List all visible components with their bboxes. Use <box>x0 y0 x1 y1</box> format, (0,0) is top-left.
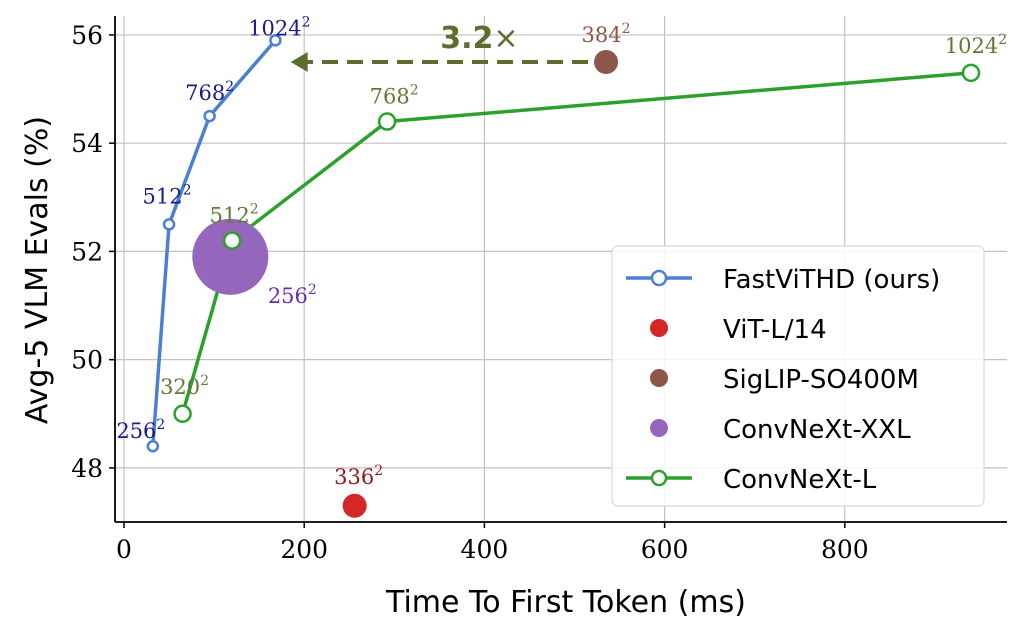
speedup-label: 3.2× <box>440 21 518 56</box>
legend-box <box>611 245 985 507</box>
legend-item: ConvNeXt-XXL <box>650 415 911 445</box>
axes <box>109 16 1007 528</box>
data-point <box>594 50 619 74</box>
x-axis-title: Time To First Token (ms) <box>385 585 746 620</box>
series-lines <box>151 39 972 447</box>
x-tick-label: 600 <box>641 535 689 564</box>
legend-item: ViT-L/14 <box>650 315 827 345</box>
legend-label: ViT-L/14 <box>723 315 827 345</box>
y-tick-label: 50 <box>71 346 103 375</box>
legend-label: ConvNeXt-XXL <box>723 415 911 445</box>
x-tick-label: 400 <box>461 535 509 564</box>
legend-label: SigLIP-SO400M <box>723 365 919 395</box>
point-label: 3842 <box>582 21 631 47</box>
legend-label: ConvNeXt-L <box>723 465 877 495</box>
series-line <box>180 71 972 415</box>
legend-item: FastViTHD (ours) <box>626 265 940 295</box>
legend-label: FastViTHD (ours) <box>723 265 940 295</box>
speedup-annotation: 3.2× <box>290 21 589 72</box>
data-point <box>146 439 160 453</box>
point-label: 5122 <box>210 202 259 228</box>
point-label: 3362 <box>334 463 383 489</box>
legend-marker <box>650 419 668 437</box>
data-point <box>269 34 282 47</box>
legend-marker <box>650 469 668 487</box>
legend-marker <box>650 269 668 287</box>
point-label: 10242 <box>248 14 310 40</box>
point-label: 3202 <box>160 373 209 399</box>
data-point <box>377 112 397 131</box>
y-axis-title: Avg-5 VLM Evals (%) <box>20 116 55 424</box>
point-label: 7682 <box>370 83 419 109</box>
point-label: 2562 <box>268 282 317 308</box>
tick-labels: 0 200 400 600 800 48 50 52 54 56 <box>71 21 868 564</box>
y-tick-label: 54 <box>71 129 103 158</box>
data-points <box>146 34 981 518</box>
data-point <box>173 404 192 424</box>
point-label: 7682 <box>185 79 234 105</box>
data-point <box>203 109 216 123</box>
legend-item: ConvNeXt-L <box>626 465 877 495</box>
data-point <box>192 218 269 295</box>
point-label: 10242 <box>945 32 1007 58</box>
point-labels: 2562 5122 7682 10242 3362 3842 2562 3202 5122 768… <box>116 14 1007 488</box>
data-point <box>342 493 367 518</box>
data-point <box>222 231 242 250</box>
point-label: 2562 <box>116 417 165 443</box>
y-tick-label: 52 <box>71 237 103 266</box>
data-point <box>162 218 176 231</box>
legend-item: SigLIP-SO400M <box>650 365 919 395</box>
x-tick-label: 800 <box>821 535 869 564</box>
series-line <box>151 39 277 447</box>
point-label: 5122 <box>143 182 192 208</box>
x-tick-label: 200 <box>280 535 328 564</box>
y-tick-label: 56 <box>71 21 103 50</box>
y-tick-label: 48 <box>71 454 103 483</box>
legend-marker <box>650 319 668 337</box>
legend-marker <box>650 369 668 387</box>
x-tick-label: 0 <box>116 535 132 564</box>
speedup-arrow-head <box>290 52 308 72</box>
data-point <box>961 63 981 83</box>
